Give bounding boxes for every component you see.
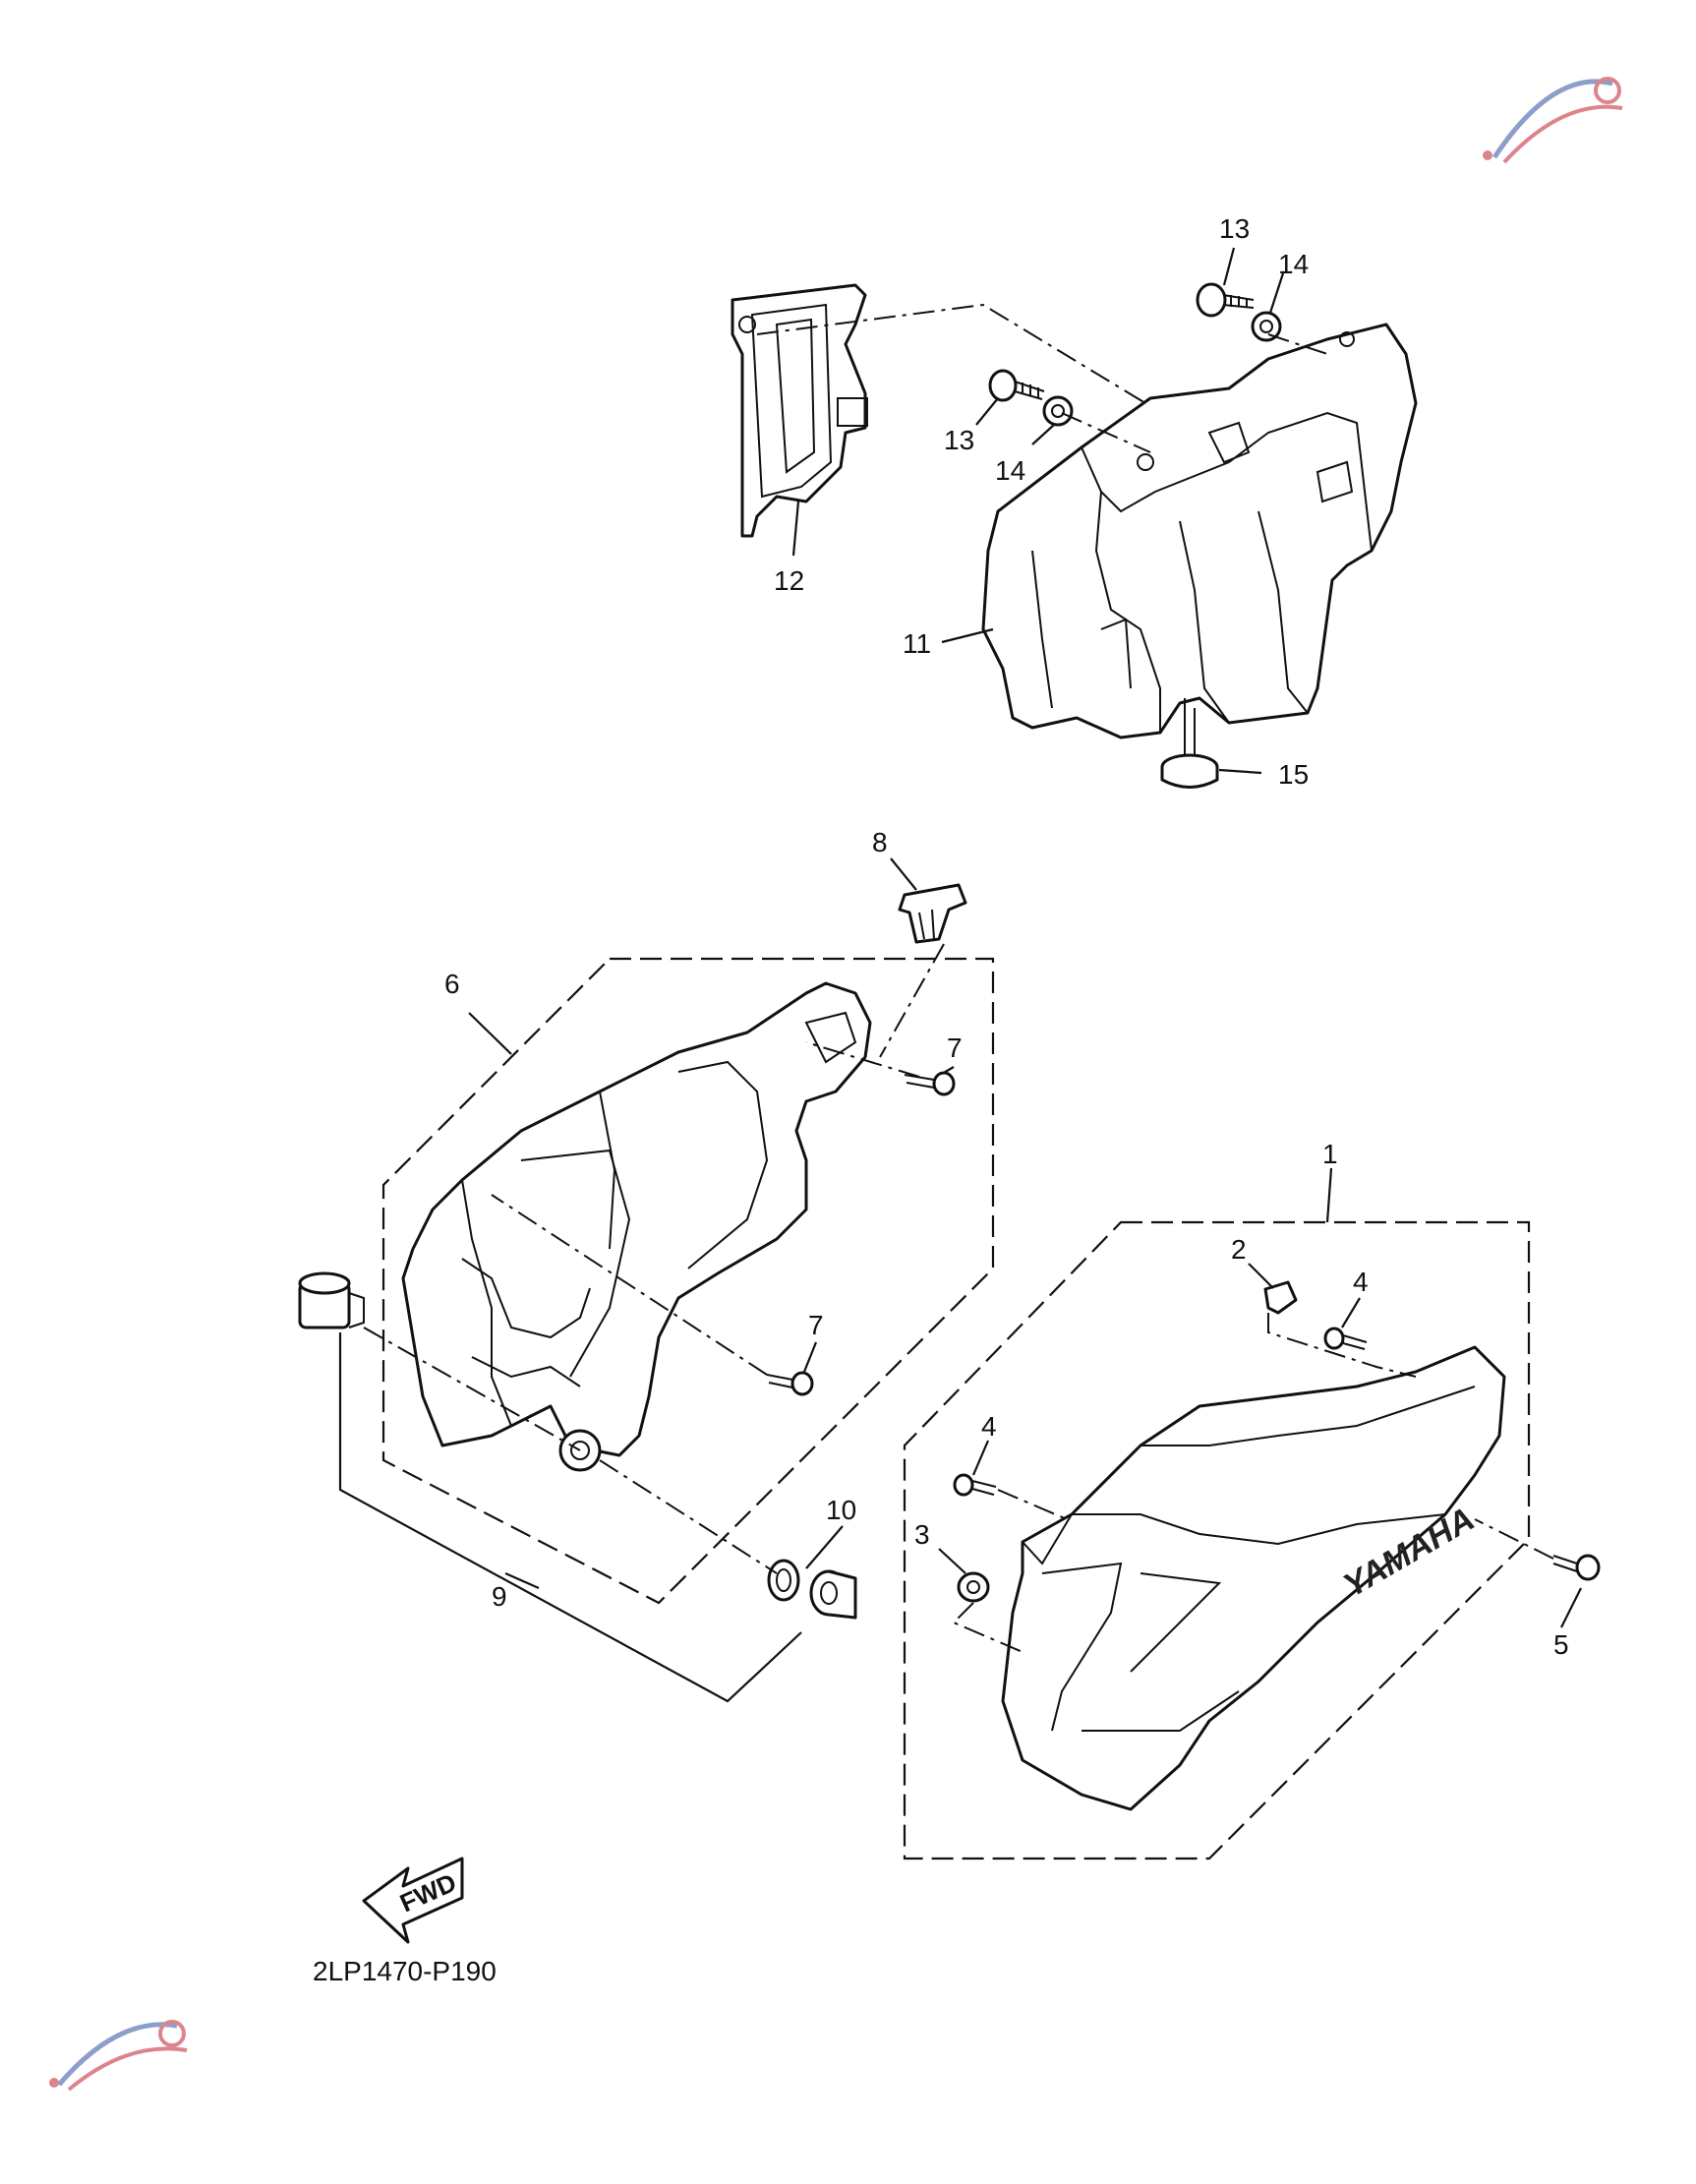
part-2-nut [1263, 1280, 1298, 1315]
callout-2: 2 [1231, 1234, 1247, 1265]
callout-12: 12 [774, 565, 804, 596]
callout-14-upper: 14 [1278, 249, 1309, 279]
group-frame-6 [381, 957, 995, 1605]
callout-3: 3 [914, 1519, 930, 1550]
part-15-grommet [1160, 708, 1219, 789]
callout-13-lower: 13 [944, 425, 974, 455]
callout-9: 9 [492, 1581, 507, 1612]
callout-13-upper: 13 [1219, 213, 1250, 244]
leader-lines [338, 247, 1582, 1703]
diagram-code: 2LP1470-P190 [313, 1956, 497, 1986]
part-9-lock-cylinder [298, 1271, 365, 1329]
callout-8: 8 [872, 827, 888, 857]
part-1-side-cover: YAMAHA [1001, 1345, 1506, 1811]
part-8-clip [898, 883, 967, 944]
callout-14-lower: 14 [995, 455, 1025, 486]
callout-6: 6 [444, 969, 460, 999]
part-14-washer-upper [1251, 311, 1282, 342]
callout-4-lower: 4 [981, 1411, 997, 1442]
assembly-lines [363, 303, 1554, 1653]
part-4-screw-upper [1323, 1327, 1368, 1350]
callout-4-upper: 4 [1353, 1267, 1369, 1297]
watermark-logo-top [1483, 77, 1623, 164]
part-4-screw-lower [953, 1473, 997, 1497]
callout-5: 5 [1553, 1629, 1569, 1660]
forward-arrow-icon: FWD [362, 1857, 464, 1944]
callout-1: 1 [1322, 1139, 1338, 1169]
group-frame-1 [903, 1220, 1531, 1860]
callout-15: 15 [1278, 759, 1309, 790]
watermark-logo-bottom [49, 2020, 188, 2092]
part-9-lock-collar [809, 1569, 857, 1620]
part-5-screw [1552, 1554, 1601, 1581]
part-13-bolt-lower [988, 369, 1045, 402]
callout-11: 11 [903, 628, 931, 659]
part-13-bolt-upper [1196, 282, 1255, 318]
callout-7-upper: 7 [947, 1033, 963, 1063]
part-11-battery-box [981, 323, 1418, 739]
part-6-side-panel [401, 981, 872, 1472]
callouts: 1 2 3 4 4 5 6 7 7 8 9 10 11 12 13 13 14 … [444, 213, 1569, 1660]
part-10-ring [767, 1559, 800, 1602]
part-12-bracket [731, 283, 868, 538]
part-3-grommet [957, 1571, 990, 1603]
callout-10: 10 [826, 1495, 856, 1525]
part-7-screw-lower [766, 1371, 814, 1396]
callout-7-lower: 7 [808, 1310, 824, 1340]
part-7-screw-upper [904, 1071, 956, 1096]
part-14-washer-lower [1042, 395, 1074, 427]
